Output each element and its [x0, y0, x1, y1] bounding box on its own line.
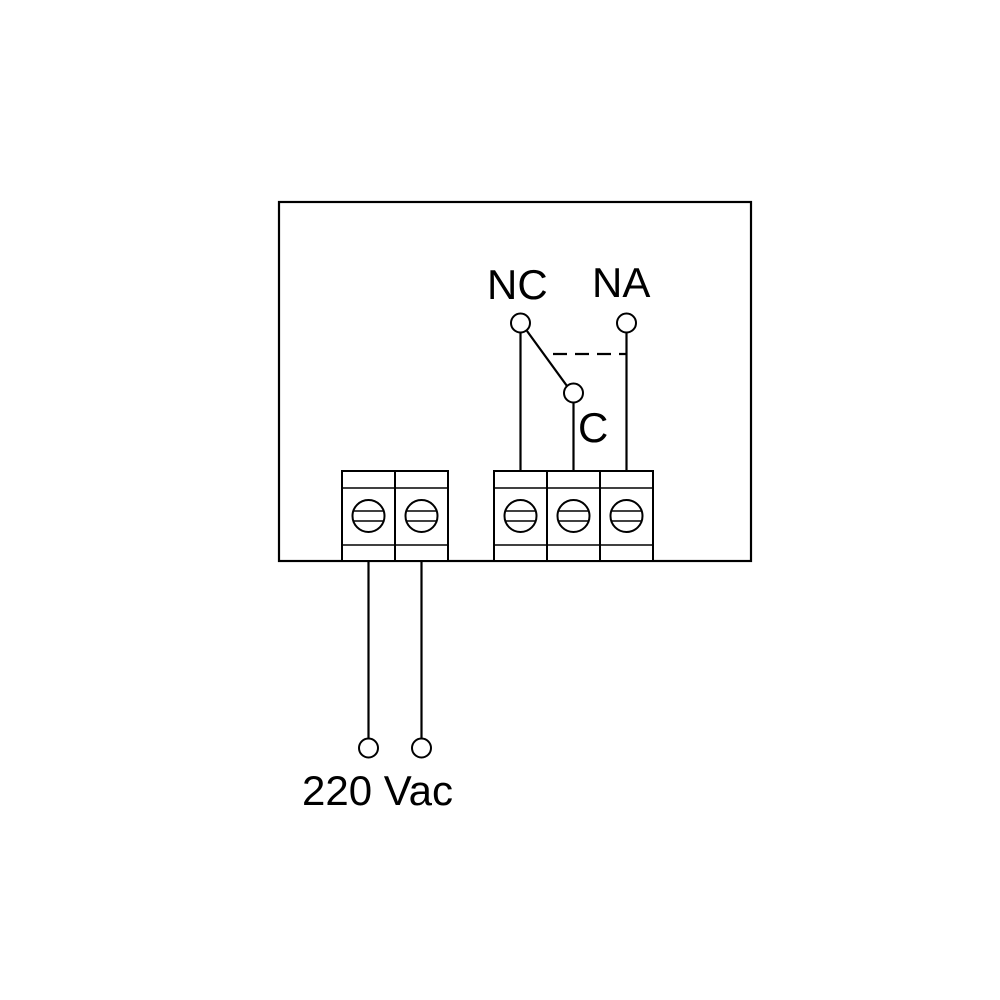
switch-arm: [526, 330, 568, 387]
node-power-2: [411, 737, 432, 759]
label-c: C: [578, 404, 608, 451]
relay-terminal-block: [493, 470, 654, 562]
node-nc: [510, 312, 531, 334]
relay-contact: [510, 312, 637, 471]
terminal-c: [546, 470, 601, 562]
terminal-power-2: [394, 470, 449, 562]
label-power: 220 Vac: [302, 767, 453, 814]
terminal-na: [599, 470, 654, 562]
label-na: NA: [592, 259, 650, 306]
power-leads: [358, 561, 432, 759]
terminal-nc: [493, 470, 548, 562]
screw-icon: [404, 499, 439, 533]
node-c: [563, 382, 584, 404]
node-na: [616, 312, 637, 334]
node-power-1: [358, 737, 379, 759]
screw-icon: [503, 499, 538, 533]
label-nc: NC: [487, 261, 548, 308]
screw-icon: [609, 499, 644, 533]
screw-icon: [556, 499, 591, 533]
terminal-power-1: [341, 470, 396, 562]
screw-icon: [351, 499, 386, 533]
power-terminal-block: [341, 470, 449, 562]
